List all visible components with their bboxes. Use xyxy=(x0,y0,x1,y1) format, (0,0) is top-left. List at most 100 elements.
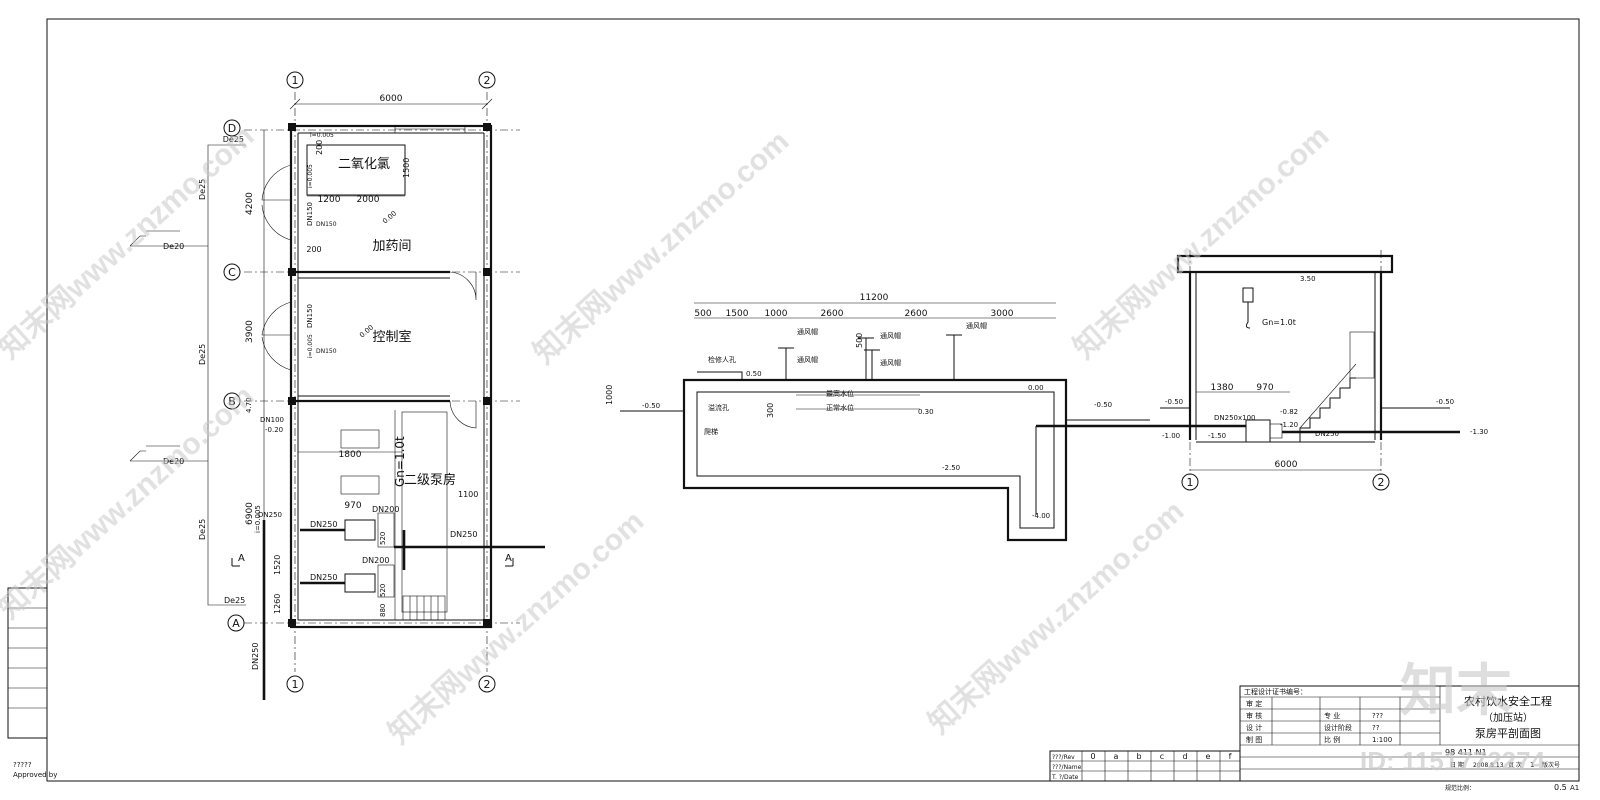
pump-level-minus-1-50: -1.50 xyxy=(1208,432,1226,440)
watermark-text-6: 知末网www.znzmo.com xyxy=(923,494,1191,740)
tank-dim-1500: 1500 xyxy=(726,309,749,319)
pipe-dn150-a: DN150 xyxy=(306,202,314,226)
tank-dim-500-vertical: 500 xyxy=(855,333,864,348)
slope-left-1: i=0.005 xyxy=(307,164,314,188)
dim-6900: 6900 xyxy=(245,502,255,525)
pipe-de25-left: De25 xyxy=(224,596,245,605)
label-normal-water-level: 正常水位 xyxy=(826,403,854,412)
label-ladder: 爬梯 xyxy=(704,427,718,436)
slope-left-2: i=0.005 xyxy=(307,334,314,358)
tb-project: 农村饮水安全工程 xyxy=(1464,694,1552,708)
tank-section: 11200 500 1500 1000 2600 2600 3000 -0.50… xyxy=(605,293,1196,542)
label-manhole: 检修人孔 xyxy=(708,355,736,364)
room-chlorine: 二氧化氯 xyxy=(338,157,390,172)
pump-level-minus-0-50: -0.50 xyxy=(1165,398,1183,406)
tb-footer: 规范比例： xyxy=(1445,784,1475,792)
watermark-text-1: 知末网www.znzmo.com xyxy=(0,119,260,365)
rev-label: ???/Rev xyxy=(1052,754,1075,761)
tank-level-0-00: 0.00 xyxy=(1028,384,1044,392)
pump-pipe-dn250x100: DN250x100 xyxy=(1214,414,1256,422)
pump-level-minus-0-82: -0.82 xyxy=(1280,408,1298,416)
dim-1260: 1260 xyxy=(273,594,282,614)
section-mark-right: A xyxy=(505,553,512,564)
watermark-logo: 知末 xyxy=(1400,659,1512,722)
drawing-frame xyxy=(46,18,1580,782)
pipe-dn250-c: DN250 xyxy=(450,530,477,539)
axis-2-bottom: 2 xyxy=(484,678,491,691)
axis-1-top: 1 xyxy=(292,74,299,87)
tank-dim-3000: 3000 xyxy=(991,309,1014,319)
axis-B: B xyxy=(228,395,236,408)
rev-col-d: d xyxy=(1182,752,1187,761)
tb-design: 设 计 xyxy=(1246,723,1262,732)
dim-520-a: 520 xyxy=(379,532,387,545)
room-pump: 二级泵房 xyxy=(404,472,456,488)
pump-crane-load: Gn=1.0t xyxy=(1262,318,1296,327)
watermark-text-3: 知末网www.znzmo.com xyxy=(1068,119,1336,365)
rev-col-c: c xyxy=(1160,752,1164,761)
dim-total-width: 6000 xyxy=(380,94,403,104)
pump-level-3-50: 3.50 xyxy=(1300,275,1316,283)
approved-question: ????? xyxy=(13,761,32,769)
title-block: 工程设计证书编号： 审 定 审 核 设 计 制 图 专 业 设计阶段 比 例 ?… xyxy=(1239,685,1580,792)
section-mark-left: A xyxy=(238,553,245,564)
label-vent-2: 通风帽 xyxy=(797,355,818,364)
tb-cert: 工程设计证书编号： xyxy=(1244,687,1307,696)
axis-D: D xyxy=(228,122,236,135)
pump-house-section: 1 2 6000 1380 970 Gn=1.0t 3.50 DN250x100… xyxy=(1160,250,1488,491)
slope-pump: i=0.005 xyxy=(254,505,262,533)
label-vent-4: 通风帽 xyxy=(880,358,901,367)
pipe-dn250-vertical: DN250 xyxy=(251,643,260,670)
rev-col-b: b xyxy=(1136,752,1141,761)
room-control: 控制室 xyxy=(372,329,411,345)
dim-200-a: 200 xyxy=(315,140,324,155)
tb-scale: 比 例 xyxy=(1324,735,1340,744)
tb-date-label: 日 期 xyxy=(1450,761,1464,769)
tb-paper-size: A1 xyxy=(1570,784,1579,792)
tb-date: 2008.8.13 xyxy=(1473,762,1504,769)
pump-axis-2: 2 xyxy=(1378,476,1385,489)
pump-axis-1: 1 xyxy=(1187,476,1194,489)
tank-dim-2600-a: 2600 xyxy=(821,309,844,319)
pipe-de20-a: De20 xyxy=(163,242,184,251)
tank-dim-1000-vertical: 1000 xyxy=(605,385,614,405)
rev-col-a: a xyxy=(1114,752,1119,761)
tb-sheet-label: 页 次 xyxy=(1508,761,1522,769)
label-vent-1: 通风帽 xyxy=(797,327,818,336)
tb-code: 98 411 N1 xyxy=(1445,748,1487,757)
dim-3900: 3900 xyxy=(245,320,255,343)
pipe-dn200-a: DN200 xyxy=(372,505,399,514)
crane-load-plan: Gn=1.0t xyxy=(393,436,407,487)
tank-level-0-30: 0.30 xyxy=(918,408,934,416)
tb-approve: 审 定 xyxy=(1246,699,1262,708)
pipe-dn150-d: DN150 xyxy=(316,348,337,355)
dim-520-b: 520 xyxy=(379,584,387,597)
pipe-de20-b: De20 xyxy=(163,457,184,466)
dim-2000: 2000 xyxy=(357,195,380,205)
watermark-text-2: 知末网www.znzmo.com xyxy=(528,124,796,370)
dim-1200: 1200 xyxy=(318,195,341,205)
tank-dim-500: 500 xyxy=(694,309,711,319)
tank-level-minus-0-50-right: -0.50 xyxy=(1094,401,1112,409)
dim-1520: 1520 xyxy=(273,555,282,575)
revision-block: ???/Rev ???/Name T. ?/Date 0 a b c d e f xyxy=(1049,750,1241,782)
pump-dim-1380: 1380 xyxy=(1211,383,1234,393)
date-label: T. ?/Date xyxy=(1051,774,1079,781)
label-highest-water-level: 最高水位 xyxy=(826,389,854,398)
tb-subproject: （加压站） xyxy=(1483,711,1533,724)
tank-dim-total: 11200 xyxy=(860,293,889,303)
dim-1500: 1500 xyxy=(402,158,411,178)
dim-1100: 1100 xyxy=(458,490,478,499)
left-strip: ????? Approved by xyxy=(7,587,57,779)
tb-discipline-val: ??? xyxy=(1372,712,1383,720)
tb-scale-note: 0.5 xyxy=(1554,783,1567,792)
pipe-dn150-c: DN150 xyxy=(306,304,314,328)
dim-880: 880 xyxy=(379,604,387,617)
tb-sheet: 1 xyxy=(1530,761,1534,769)
dim-4-70: 4.70 xyxy=(245,397,253,413)
rev-col-f: f xyxy=(1229,752,1232,761)
watermark-text-4: 知末网www.znzmo.com xyxy=(0,379,260,625)
tb-discipline: 专 业 xyxy=(1324,711,1340,720)
tank-level-minus-0-50: -0.50 xyxy=(642,402,660,410)
